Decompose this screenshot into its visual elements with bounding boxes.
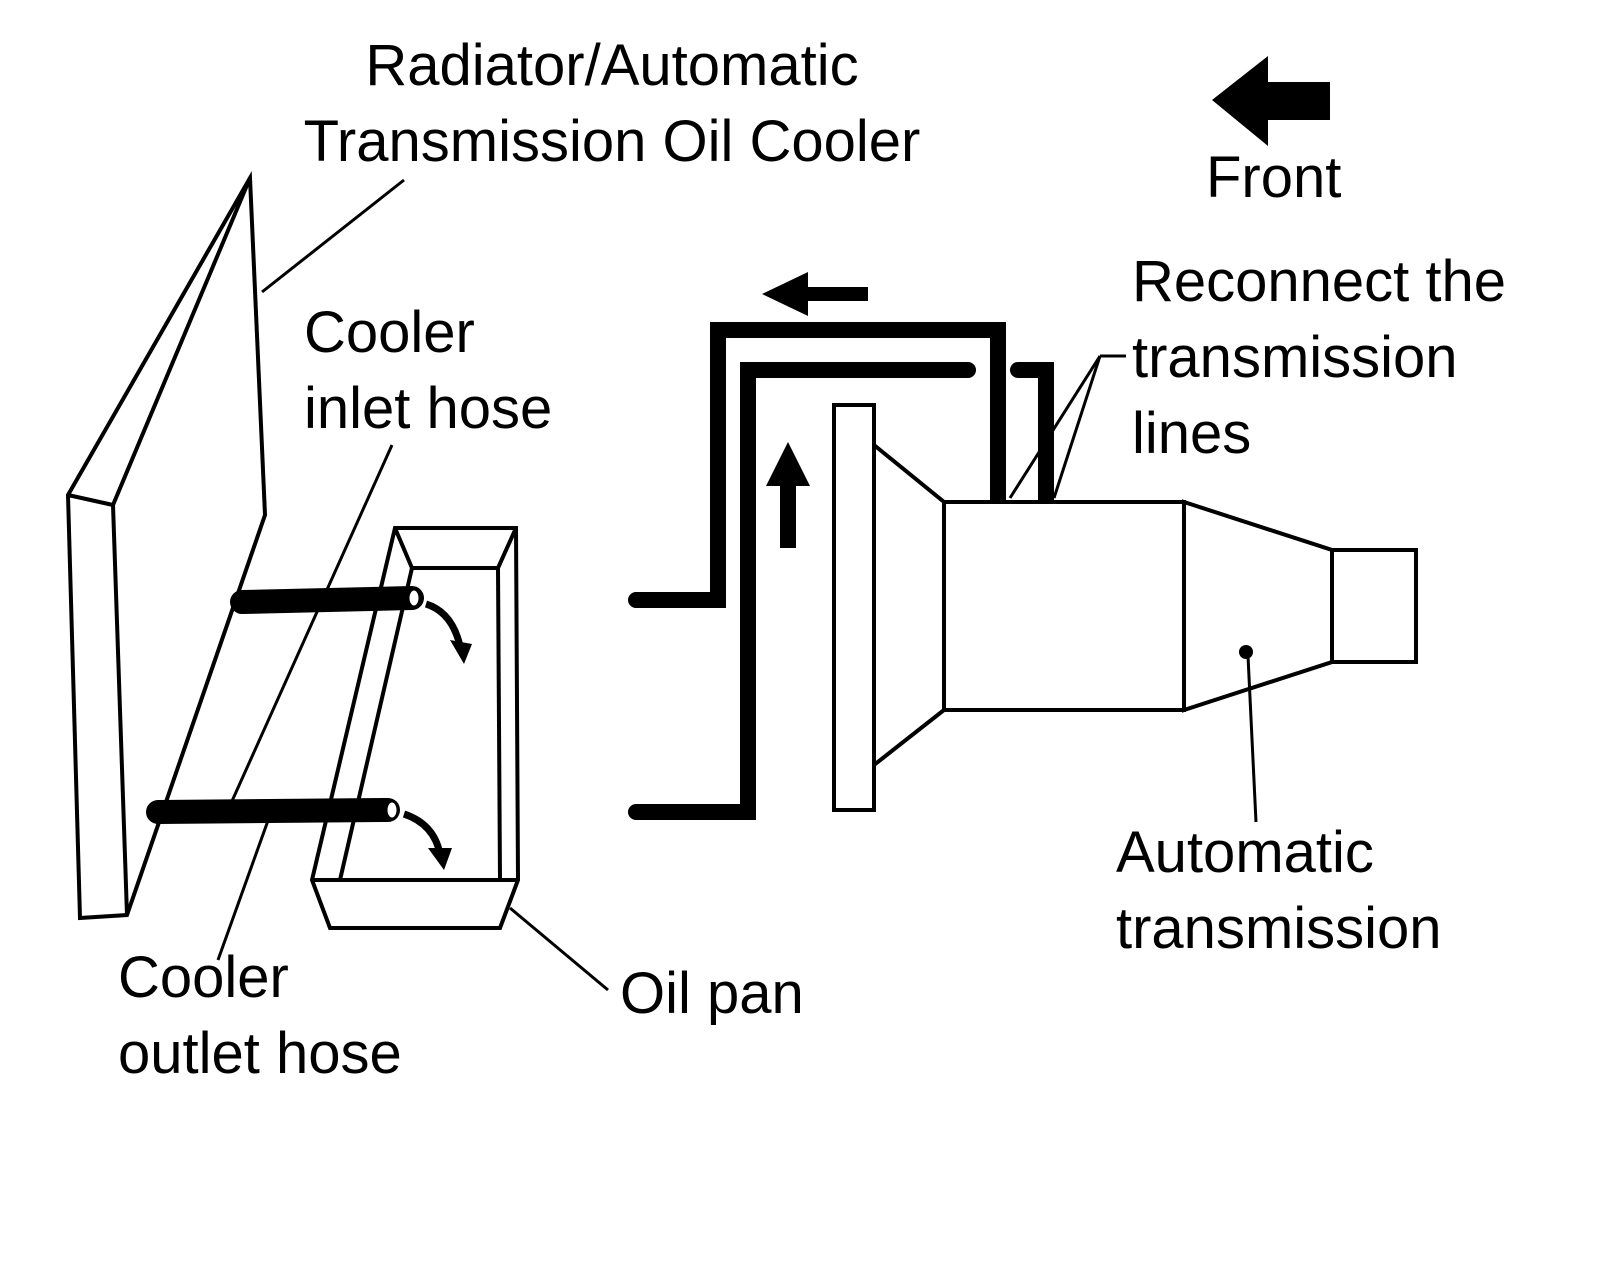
cooler-inlet-hose [230, 586, 424, 614]
oil-pan-label: Oil pan [620, 961, 804, 1026]
cooler-inlet-label-line1: Cooler [304, 300, 475, 365]
auto-trans-label-line1: Automatic [1116, 820, 1374, 885]
reconnect-label-line1: Reconnect the [1132, 249, 1506, 314]
automatic-transmission [832, 403, 1418, 812]
diagram-labels: Radiator/Automatic Transmission Oil Cool… [118, 33, 1506, 1086]
front-label: Front [1206, 145, 1341, 210]
curved-arrow-down-icon [424, 600, 472, 664]
radiator-label-line1: Radiator/Automatic [365, 33, 858, 98]
cooler-outlet-label-line2: outlet hose [118, 1021, 402, 1086]
cooler-outlet-label-line1: Cooler [118, 945, 289, 1010]
radiator-label-line2: Transmission Oil Cooler [304, 109, 921, 174]
curved-arrow-down-icon [402, 810, 452, 870]
oil-pan [309, 526, 521, 930]
reconnect-label-line3: lines [1132, 401, 1251, 466]
transmission-lines [628, 322, 1054, 820]
leader-lines [216, 178, 1258, 992]
arrow-left-icon [762, 272, 868, 316]
auto-trans-label-line2: transmission [1116, 896, 1442, 961]
cooler-outlet-hose [146, 798, 400, 824]
reconnect-label-line2: transmission [1132, 325, 1458, 390]
cooler-inlet-label-line2: inlet hose [304, 376, 552, 441]
arrow-up-icon [766, 442, 810, 548]
radiator-oil-cooler [65, 171, 268, 921]
arrow-left-icon [1212, 56, 1330, 146]
